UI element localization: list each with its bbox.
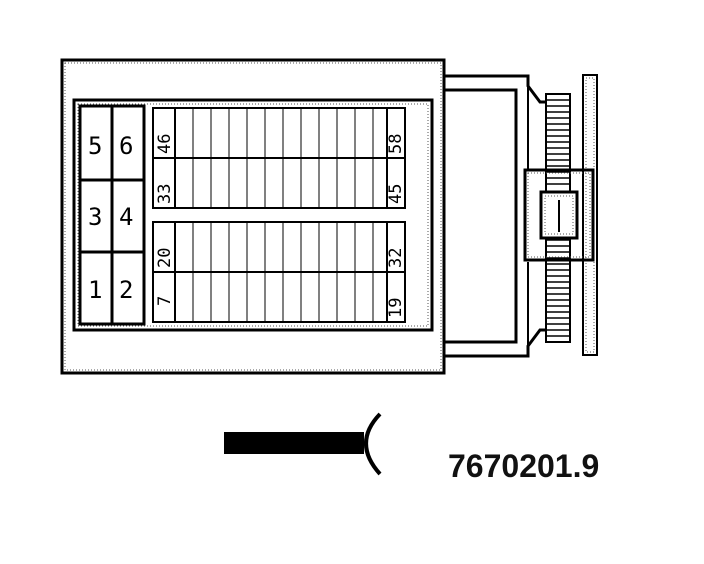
slider-frame: [523, 168, 595, 262]
cell-3-label: 3: [88, 203, 102, 231]
upper-pin-grid: [152, 107, 406, 209]
pin-label-45: 45: [386, 184, 406, 204]
lock-lever: [442, 74, 545, 358]
pin-label-20: 20: [155, 248, 175, 268]
harness-symbol: [224, 412, 382, 476]
pin-label-19: 19: [386, 298, 406, 318]
cell-2-label: 2: [119, 276, 133, 304]
pin-label-46: 46: [155, 134, 175, 154]
pin-label-33: 33: [155, 184, 175, 204]
pin-label-32: 32: [386, 248, 406, 268]
cell-1-label: 1: [88, 276, 102, 304]
large-cell-grid: [78, 104, 146, 326]
pin-block: [72, 98, 434, 332]
slider-handle: [539, 190, 579, 240]
cell-6-label: 6: [119, 132, 133, 160]
cell-4-label: 4: [119, 203, 133, 231]
pin-label-58: 58: [386, 134, 406, 154]
pin-label-7: 7: [155, 296, 175, 306]
lower-pin-grid: [152, 221, 406, 323]
part-number: 7670201.9: [448, 448, 599, 484]
cell-5-label: 5: [88, 132, 102, 160]
